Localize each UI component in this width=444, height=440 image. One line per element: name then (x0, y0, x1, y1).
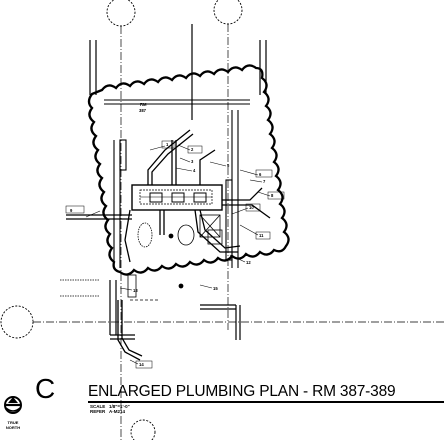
callout-12: 12 (246, 260, 251, 265)
grid-bubble-south (130, 419, 156, 440)
grid-bubble-right (213, 0, 243, 25)
plumbing-chase (131, 184, 223, 211)
callout-9: 9 (70, 208, 73, 213)
callout-1: 1 (166, 142, 169, 147)
callout-5: 5 (227, 163, 230, 168)
grid-lines (33, 24, 444, 440)
callout-14: 14 (139, 362, 144, 367)
callout-13: 13 (133, 288, 138, 293)
pipe-runs (66, 129, 271, 361)
callout-3: 3 (191, 159, 194, 164)
callout-10: 10 (249, 205, 254, 210)
callout-15: 15 (213, 286, 218, 291)
callout-6: 6 (259, 172, 262, 177)
interior-walls (104, 99, 250, 268)
callout-8: 8 (271, 193, 274, 198)
callout-2: 2 (191, 147, 194, 152)
callout-7: 7 (263, 179, 266, 184)
grid-bubble-west (0, 305, 34, 339)
north-arrow-icon (4, 396, 22, 414)
callout-4: 4 (193, 168, 196, 173)
walls (89, 24, 267, 340)
callout-11: 11 (259, 233, 264, 238)
fixtures (60, 214, 223, 301)
callout-labels: RM 387 1 2 3 4 5 6 7 8 9 10 11 12 13 14 … (65, 102, 285, 369)
room-number: 387 (139, 108, 147, 113)
revision-cloud (87, 64, 290, 276)
grid-bubbles (0, 0, 243, 440)
grid-bubble-left (106, 0, 136, 27)
room-label: RM (140, 102, 147, 107)
